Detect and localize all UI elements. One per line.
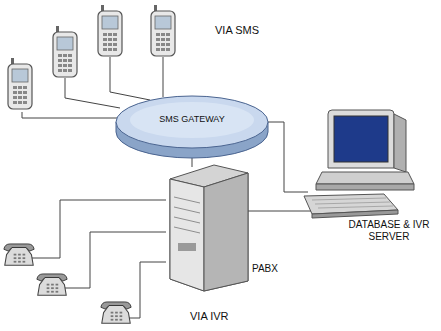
pabx-tower: PABX [164, 163, 284, 293]
gateway-disk: SMS GATEWAY [113, 92, 271, 162]
node-label: SMS GATEWAY [133, 114, 251, 124]
connector-line [192, 158, 193, 167]
group-label: VIA IVR [190, 310, 229, 322]
server-computer: DATABASE & IVR SERVER [298, 106, 438, 246]
node-label: PABX [252, 263, 278, 274]
connector-line [268, 122, 308, 192]
connector-line [248, 204, 312, 211]
gateway-disk-shape [113, 92, 271, 162]
group-label: VIA SMS [215, 24, 259, 36]
node-label: DATABASE & IVR SERVER [343, 219, 435, 243]
